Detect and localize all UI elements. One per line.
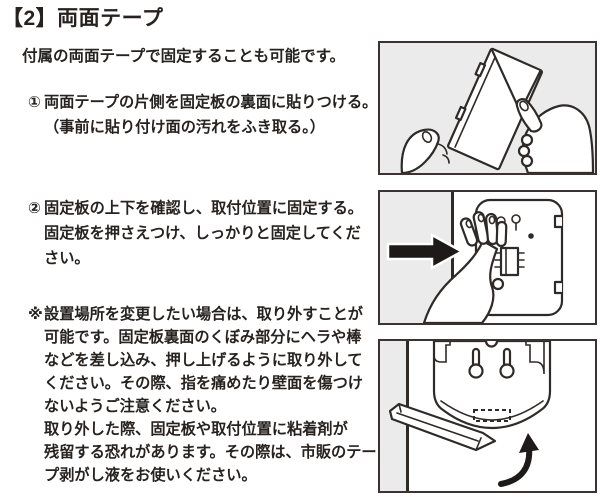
step-2-illustration	[378, 190, 597, 325]
left-finger-line-1	[437, 143, 448, 155]
spatula-end-cap	[398, 403, 402, 413]
intro-text: 付属の両面テープで固定することも可能です。	[22, 48, 346, 65]
pry-up-arrow-icon	[498, 433, 539, 487]
finger-1	[459, 217, 479, 247]
removal-note-paragraph: ※ 設置場所を変更したい場合は、取り外すことが 可能です。固定板裏面のくぼみ部分…	[28, 303, 394, 487]
top-notch	[484, 341, 499, 348]
right-thumb-nail	[519, 100, 529, 112]
spatula-edge-line	[396, 412, 479, 442]
connector-block	[499, 246, 520, 277]
right-fingertip-2	[517, 144, 531, 158]
arrow-head	[519, 433, 539, 453]
fixing-plate	[446, 47, 544, 171]
right-fingertip-3	[520, 154, 534, 168]
section-title: 【2】両面テープ	[2, 7, 164, 30]
right-hand	[515, 98, 595, 173]
thumb-tip	[491, 277, 505, 291]
press-plate-illustration	[380, 192, 564, 323]
plate-left-step	[433, 341, 451, 363]
tape-strip-edge	[454, 53, 498, 148]
plate-notch-lower	[553, 280, 564, 295]
plate-tab-lower	[454, 105, 467, 122]
finger-nail-1	[465, 219, 473, 229]
step-2-marker: ②	[28, 200, 41, 217]
plate-notch-upper	[553, 214, 564, 229]
palm-and-arm	[422, 239, 499, 323]
step-1-marker: ①	[28, 94, 41, 111]
step-2-text: 固定板の上下を確認し、取付位置に固定する。 固定板を押さえつけ、しっかりと固定し…	[44, 200, 363, 267]
keyhole-left	[468, 363, 484, 379]
plate-tab-upper	[474, 61, 487, 78]
press-direction-arrow-icon	[386, 232, 465, 271]
step-1-illustration	[378, 41, 597, 175]
fixing-plate-back	[432, 341, 552, 430]
pressing-hand	[422, 211, 508, 323]
right-thumb	[515, 98, 543, 133]
spatula	[388, 402, 497, 452]
finger-4	[495, 220, 508, 248]
keyhole-right	[499, 363, 515, 379]
pry-off-illustration	[380, 341, 552, 491]
left-hand-outline	[400, 128, 440, 173]
note-text: 設置場所を変更したい場合は、取り外すことが 可能です。固定板裏面のくぼみ部分にヘ…	[44, 306, 377, 484]
plate-outline	[432, 341, 552, 430]
note-marker: ※	[28, 306, 43, 323]
left-hand	[400, 128, 450, 173]
removal-illustration	[378, 339, 597, 493]
step-1-text: 両面テープの片側を固定板の裏面に貼りつける。 （事前に貼り付け面の汚れをふき取る…	[44, 94, 378, 136]
right-fingertip-1	[520, 133, 534, 147]
finger-nail-2	[477, 213, 485, 223]
finger-nail-3	[488, 215, 496, 225]
left-thumb-nail	[421, 131, 433, 143]
apply-tape-illustration	[400, 47, 595, 173]
left-finger-line-2	[442, 154, 450, 164]
spatula-tip-fold	[475, 437, 482, 451]
plate-right-step	[525, 341, 545, 375]
recess-dashed-area	[473, 409, 511, 422]
step-2-paragraph: ② 固定板の上下を確認し、取付位置に固定する。 固定板を押さえつけ、しっかりと固…	[28, 196, 394, 271]
plate-dot	[528, 233, 534, 239]
step-1-paragraph: ① 両面テープの片側を固定板の裏面に貼りつける。 （事前に貼り付け面の汚れをふき…	[28, 90, 394, 140]
